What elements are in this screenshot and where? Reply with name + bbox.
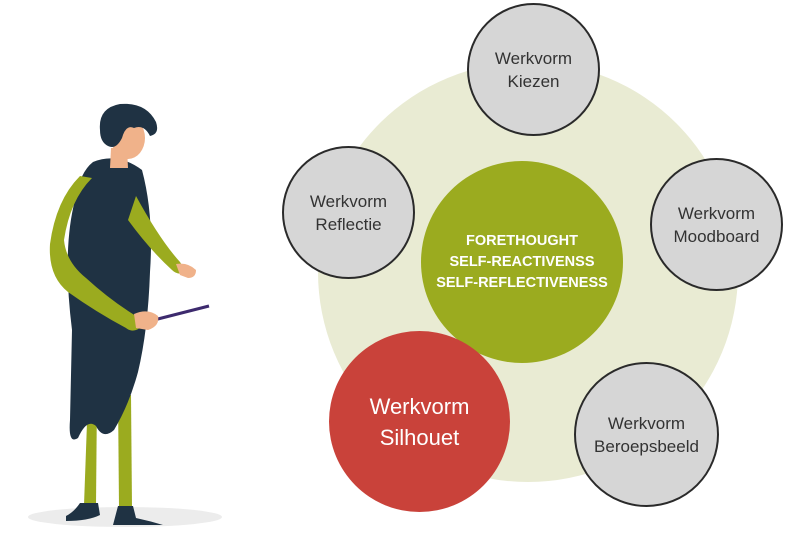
- front-arm: [49, 176, 142, 331]
- highlight-label-line2: Silhouet: [379, 424, 460, 450]
- node-label-line1: Werkvorm: [494, 48, 573, 68]
- node-werkvorm-moodboard: Werkvorm Moodboard: [650, 158, 783, 291]
- node-label-line2: Reflectie: [315, 214, 382, 234]
- node-label-line2: Kiezen: [507, 71, 560, 91]
- node-werkvorm-beroepsbeeld: Werkvorm Beroepsbeeld: [574, 362, 719, 507]
- hair: [99, 103, 158, 147]
- node-label-line1: Werkvorm: [677, 203, 756, 223]
- back-hand: [176, 263, 196, 278]
- node-label-line1: Werkvorm: [607, 413, 686, 433]
- back-shoe: [66, 503, 100, 521]
- center-label-self-reflectiveness: SELF-REFLECTIVENESS: [436, 274, 608, 291]
- highlight-label-line1: Werkvorm: [369, 393, 470, 419]
- center-label-forethought: FORETHOUGHT: [466, 232, 578, 249]
- back-arm: [128, 196, 186, 274]
- node-werkvorm-kiezen: Werkvorm Kiezen: [467, 3, 600, 136]
- node-werkvorm-reflectie: Werkvorm Reflectie: [282, 146, 415, 279]
- presenter-illustration: [28, 103, 222, 527]
- center-label-self-reactiveness: SELF-REACTIVENSS: [449, 253, 595, 270]
- front-shoe: [113, 506, 163, 525]
- center-node: FORETHOUGHT SELF-REACTIVENSS SELF-REFLEC…: [421, 161, 623, 363]
- front-hand: [134, 311, 159, 330]
- node-label-line1: Werkvorm: [309, 191, 388, 211]
- node-werkvorm-silhouet-highlight: Werkvorm Silhouet: [329, 331, 510, 512]
- node-label-line2: Beroepsbeeld: [594, 436, 699, 456]
- front-leg: [118, 395, 132, 508]
- node-label-line2: Moodboard: [673, 226, 760, 246]
